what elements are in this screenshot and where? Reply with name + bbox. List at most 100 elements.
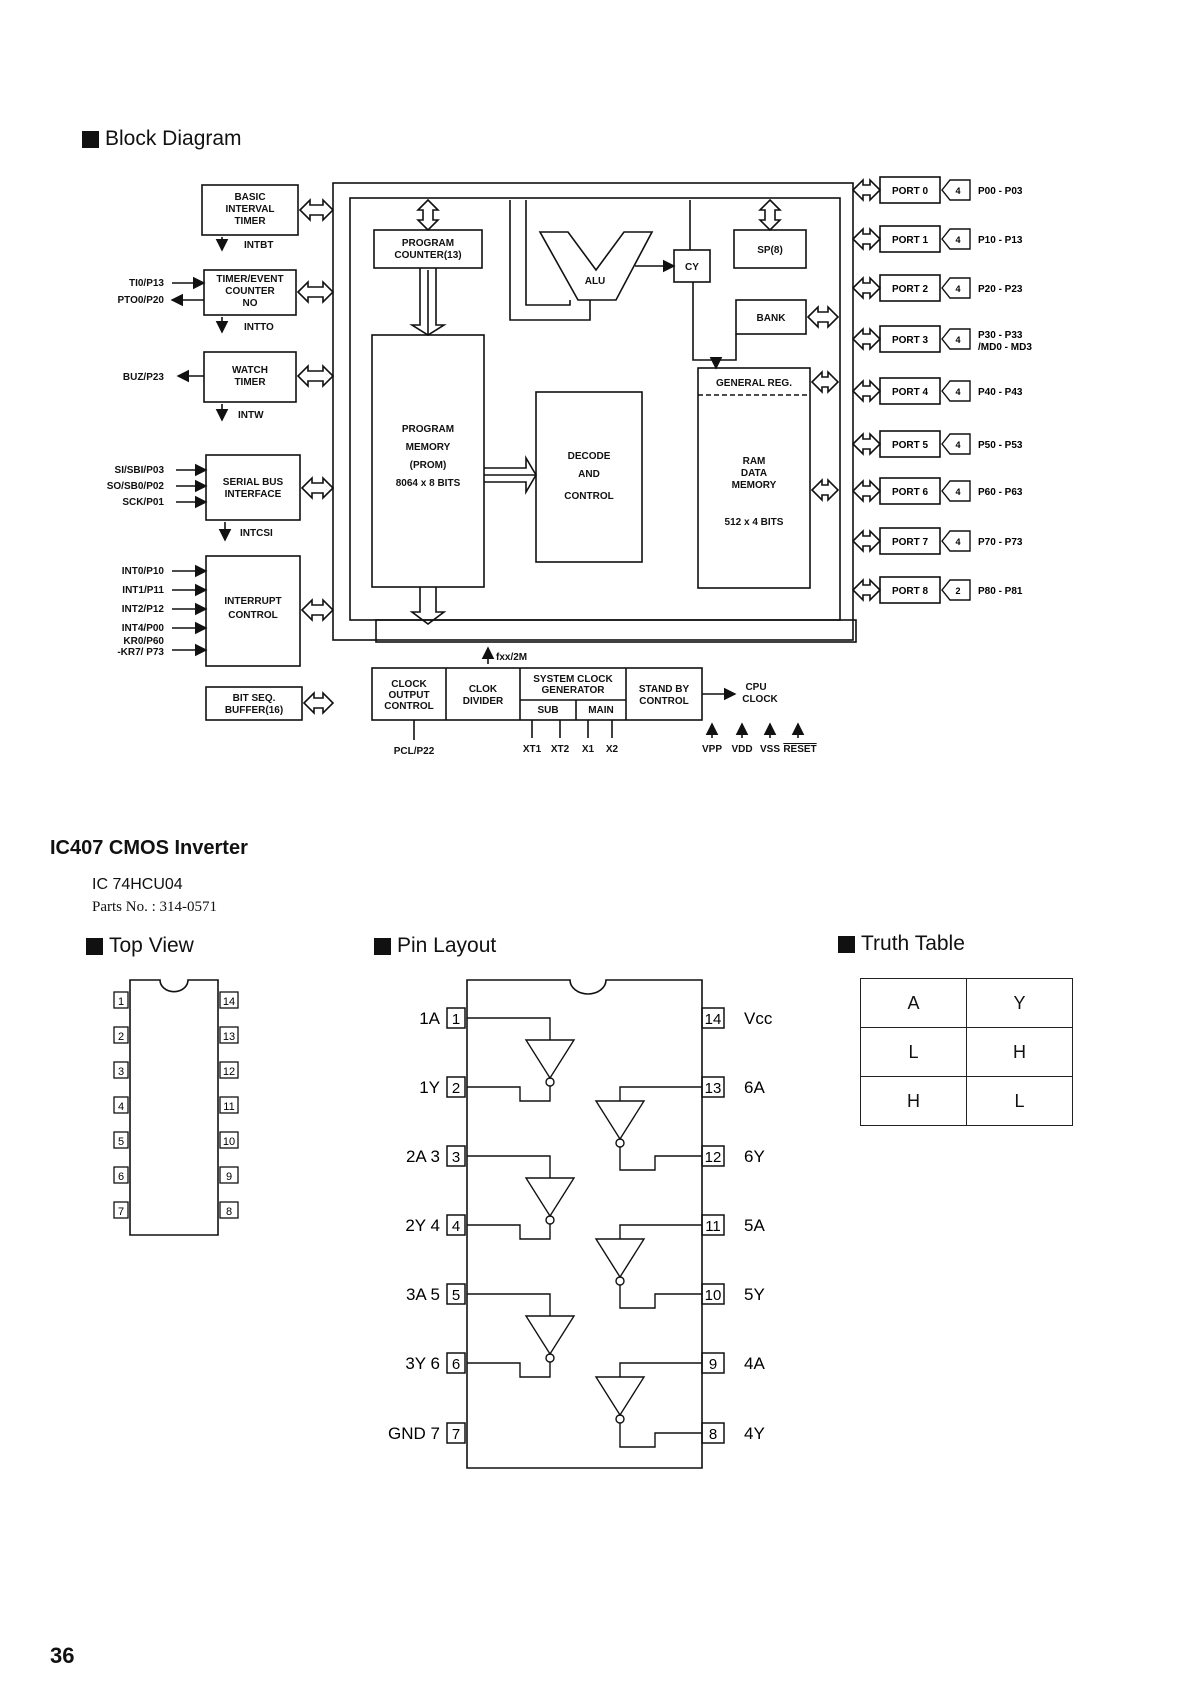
port-pins-label: P00 - P03 [978, 186, 1023, 197]
port-width-arrow-icon [941, 179, 971, 201]
block-diagram-title: Block Diagram [105, 127, 242, 150]
pin-name: 1A [419, 1009, 440, 1028]
int0-pin-label: INT0/P10 [122, 566, 165, 577]
coc-label-3: CONTROL [384, 701, 433, 712]
tec-label-3: NO [243, 298, 258, 309]
port-width-label: 4 [955, 284, 960, 294]
bsb-label-2: BUFFER(16) [225, 705, 283, 716]
pin-box [113, 1131, 129, 1149]
pin-name: 4Y [744, 1424, 765, 1443]
tec-label-2: COUNTER [225, 286, 275, 297]
pin-box [113, 1061, 129, 1079]
ic-label-2: CONTROL [228, 610, 277, 621]
port-pins-label-2: /MD0 - MD3 [978, 342, 1032, 353]
pin-name: 4A [744, 1354, 765, 1373]
port-width-label: 4 [955, 335, 960, 345]
port-label: PORT 1 [892, 235, 929, 246]
bus-arrow-icon [851, 178, 882, 202]
wt-label-1: WATCH [232, 365, 268, 376]
xt1-pin-label: XT1 [523, 744, 542, 755]
fxx-label: fxx/2M [496, 652, 527, 663]
cy-label: CY [685, 262, 699, 273]
chip-body [466, 979, 703, 1469]
port-pins-label: P80 - P81 [978, 586, 1023, 597]
port-box [879, 576, 941, 604]
vdd-pin-label: VDD [731, 744, 752, 755]
pin-box [113, 1026, 129, 1044]
alu-label: ALU [585, 276, 606, 287]
cd-label-2: DIVIDER [463, 696, 504, 707]
port-pins-label: P40 - P43 [978, 387, 1023, 398]
inverter-gate-icon [594, 1238, 646, 1279]
port-label: PORT 4 [892, 387, 929, 398]
pin-name: Vcc [744, 1009, 773, 1028]
bus-arrow-icon [851, 529, 882, 553]
port-pins-label: P30 - P33 [978, 330, 1023, 341]
port-pins-label: P50 - P53 [978, 440, 1023, 451]
int1-pin-label: INT1/P11 [122, 585, 164, 596]
cpu-clock-label-1: CPU [745, 682, 766, 693]
pin-number: 11 [223, 1101, 234, 1113]
cell-a: H [860, 1076, 967, 1126]
port-box [879, 176, 941, 204]
pin-name: 5A [744, 1216, 765, 1235]
si-pin-label: SI/SBI/P03 [115, 465, 165, 476]
sbi-label-1: SERIAL BUS [223, 477, 284, 488]
header-y: Y [966, 978, 1073, 1028]
inverter-gate-icon [594, 1100, 646, 1141]
pin-box [113, 1201, 129, 1219]
port-label: PORT 8 [892, 586, 929, 597]
pin-number: 9 [226, 1171, 232, 1183]
pin-number: 8 [709, 1426, 717, 1443]
port-label: PORT 5 [892, 440, 929, 451]
pin-box [446, 1352, 466, 1374]
buz-pin-label: BUZ/P23 [123, 372, 165, 383]
pin-box [219, 1131, 239, 1149]
inverter-gate-icon [524, 1039, 576, 1080]
pin-number: 9 [709, 1356, 717, 1373]
bank-label: BANK [757, 313, 787, 324]
so-pin-label: SO/SB0/P02 [107, 481, 165, 492]
top-view-heading: Top View [86, 934, 194, 958]
pin-name: 5Y [744, 1285, 765, 1304]
port-label: PORT 6 [892, 487, 929, 498]
pm-label-2: MEMORY [406, 442, 451, 453]
decode-control-block [535, 391, 643, 563]
pm-label-4: 8064 x 8 BITS [396, 478, 461, 489]
pin-box [219, 1096, 239, 1114]
pin-box [113, 991, 129, 1009]
table-row: H L [860, 1076, 1073, 1126]
pin-name: 6Y [744, 1147, 765, 1166]
pin-number: 13 [223, 1031, 235, 1043]
dc-label-1: DECODE [568, 451, 611, 462]
pin-number: 1 [118, 996, 124, 1008]
chip-outline [129, 979, 219, 1236]
pin-box [113, 1096, 129, 1114]
inverter-gate-icon [524, 1177, 576, 1218]
bus-arrow-icon [851, 479, 882, 503]
pin-layout-title: Pin Layout [397, 934, 497, 957]
pin-box [446, 1145, 466, 1167]
vss-pin-label: VSS [760, 744, 780, 755]
pin-layout-heading: Pin Layout [374, 934, 496, 958]
ram-label-3: MEMORY [732, 480, 777, 491]
port-width-label: 4 [955, 387, 960, 397]
basic-interval-timer-block [201, 184, 299, 236]
pin-name: 3Y 6 [405, 1354, 440, 1373]
pin-number: 5 [452, 1287, 460, 1304]
cpu-bus-frame [332, 182, 854, 641]
pin-box [219, 1166, 239, 1184]
heading-square-icon [86, 937, 103, 955]
port-pins-label: P20 - P23 [978, 284, 1023, 295]
port-label: PORT 7 [892, 537, 929, 548]
pin-name: 2Y 4 [405, 1216, 440, 1235]
pin-number: 6 [118, 1171, 124, 1183]
pin-number: 11 [705, 1218, 721, 1235]
port-label: PORT 0 [892, 186, 929, 197]
kr7-pin-label: -KR7/ P73 [117, 647, 164, 658]
pin-box [701, 1007, 725, 1029]
